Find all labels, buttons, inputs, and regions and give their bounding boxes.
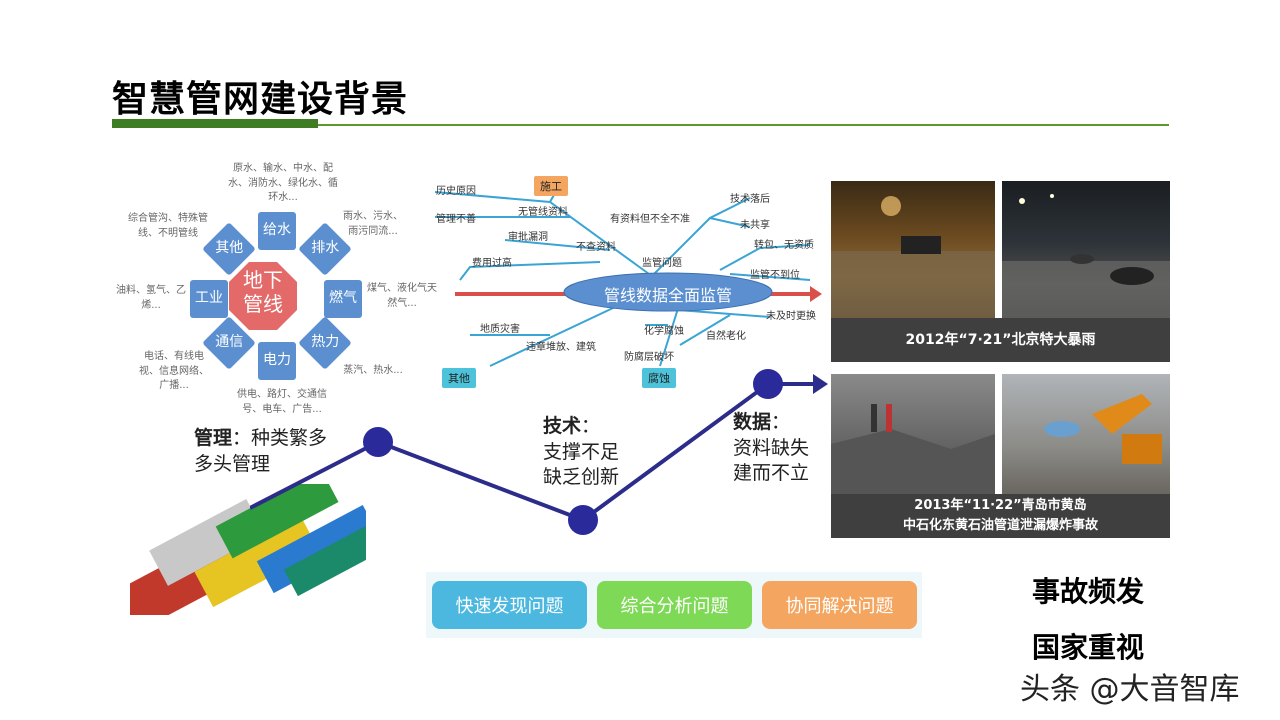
node-water-supply: 给水	[258, 212, 296, 250]
desc-industry: 油料、氢气、乙烯...	[116, 285, 186, 311]
desc-heat: 蒸汽、热水...	[343, 365, 403, 376]
flood-photo-2	[1002, 181, 1170, 318]
watermark: 头条 @大音智库	[1020, 672, 1240, 707]
mm-subcontract: 转包、无资质	[754, 240, 814, 251]
pill-find-problem: 快速发现问题	[432, 581, 587, 629]
center-label-line2: 管线	[243, 292, 283, 316]
pipes-graphic	[130, 484, 366, 615]
node-industry: 工业	[190, 280, 228, 318]
mm-have-data: 有资料但不全不准	[610, 214, 690, 225]
desc-communication: 电话、有线电视、信息网络、广播...	[139, 351, 209, 391]
mm-anticorrosion: 防腐层破坏	[624, 352, 674, 363]
pill-analyze-problem: 综合分析问题	[597, 581, 752, 629]
mm-regulation: 监管问题	[642, 258, 682, 269]
page-title: 智慧管网建设背景	[112, 79, 409, 120]
tag-other: 其他	[442, 368, 476, 388]
trend-point-data	[753, 369, 783, 399]
mindmap-center: 管线数据全面监管	[603, 286, 732, 305]
desc-water-supply: 原水、输水、中水、配水、消防水、绿化水、循环水...	[228, 163, 338, 203]
mm-chem: 化学腐蚀	[644, 326, 684, 337]
label-technology: 技术： 支撑不足 缺乏创新	[543, 415, 620, 489]
title-underline	[112, 124, 1169, 126]
explosion-photo-2	[1002, 374, 1170, 494]
mm-no-query: 不查资料	[576, 242, 616, 253]
flood-scene-1	[831, 196, 995, 318]
mm-supervise: 监管不到位	[750, 270, 800, 281]
tag-corrosion: 腐蚀	[642, 368, 676, 388]
mm-not-replaced: 未及时更换	[766, 311, 816, 322]
label-data: 数据： 资料缺失 建而不立	[733, 411, 810, 485]
mm-no-data: 无管线资料	[518, 207, 568, 218]
title-underline-accent	[112, 119, 318, 128]
mm-tech-lag: 技术落后	[730, 194, 770, 205]
flood-scene-2	[1002, 194, 1170, 318]
label-management: 管理：种类繁多 多头管理	[194, 427, 328, 475]
mm-no-share: 未共享	[740, 220, 770, 231]
photo-caption-2: 2013年“11·22”青岛市黄岛 中石化东黄石油管道泄漏爆炸事故	[831, 494, 1170, 538]
octagon-center-shape	[229, 262, 297, 330]
mm-illegal: 违章堆放、建筑	[526, 342, 596, 353]
flood-photo-1	[831, 181, 995, 318]
explosion-scene-1	[831, 404, 995, 494]
desc-power: 供电、路灯、交通信号、电车、广告...	[237, 389, 327, 415]
mm-aging: 自然老化	[706, 331, 746, 342]
national-attention: 国家重视	[1032, 631, 1145, 664]
photo-caption-1: 2012年“7·21”北京特大暴雨	[831, 318, 1170, 362]
mm-history: 历史原因	[436, 186, 476, 197]
tag-construction: 施工	[534, 176, 568, 196]
accident-frequent: 事故频发	[1032, 575, 1145, 608]
trend-line	[250, 369, 828, 535]
explosion-scene-2	[1044, 394, 1162, 464]
trend-point-technology	[568, 505, 598, 535]
photo-caption-2-line2: 中石化东黄石油管道泄漏爆炸事故	[902, 518, 1098, 533]
trend-point-management	[363, 427, 393, 457]
mm-fee: 费用过高	[472, 258, 512, 269]
mm-geo: 地质灾害	[480, 324, 520, 335]
mm-mgmt-bad: 管理不善	[436, 214, 476, 225]
center-label-line1: 地下	[243, 268, 283, 292]
desc-drainage: 雨水、污水、雨污同流...	[343, 211, 403, 237]
photo-caption-2-line1: 2013年“11·22”青岛市黄岛	[914, 498, 1087, 513]
explosion-photo-1	[831, 374, 995, 494]
node-power: 电力	[258, 342, 296, 380]
node-gas: 燃气	[324, 280, 362, 318]
pipes-illustration	[130, 484, 366, 615]
pill-solve-problem: 协同解决问题	[762, 581, 917, 629]
pipeline-category-diagram: 地下 管线 给水 排水 燃气 热力 电力 通信 工业 其他 原水、输水、中水、配…	[110, 150, 440, 420]
mm-approval: 审批漏洞	[508, 232, 548, 243]
monitoring-mindmap: 管线数据全面监管 施工 其他 腐蚀 历史原因 管理不善 无管线资料 审批漏洞 费…	[430, 170, 830, 390]
desc-other: 综合管沟、特殊管线、不明管线	[128, 213, 208, 239]
octagon-center-label: 地下 管线	[229, 268, 297, 316]
desc-gas: 煤气、液化气天然气...	[367, 283, 437, 309]
